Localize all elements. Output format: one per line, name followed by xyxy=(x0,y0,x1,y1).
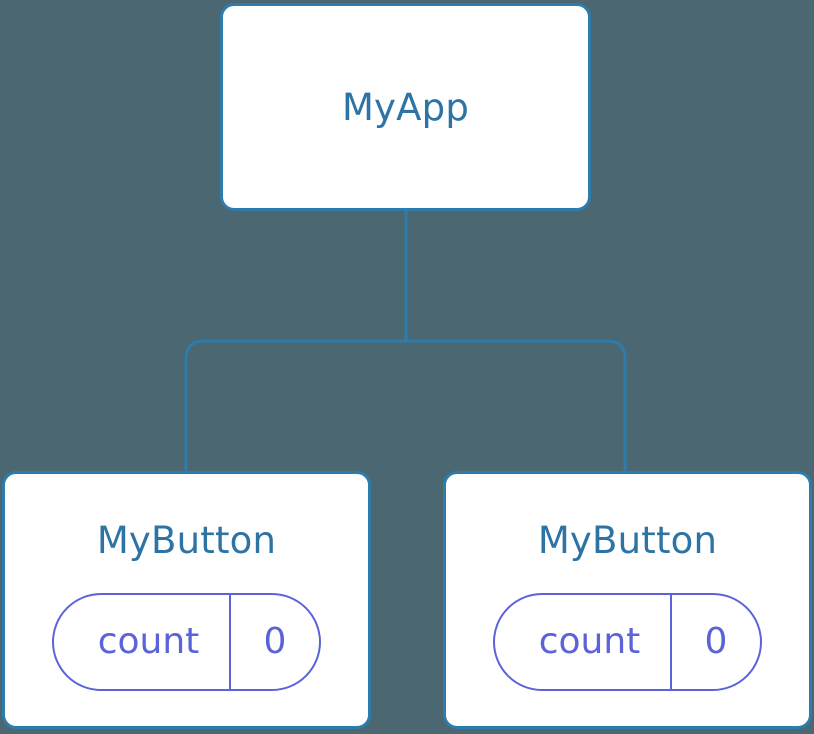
node-mybutton-1[interactable]: MyButton count 0 xyxy=(2,471,371,729)
node-myapp[interactable]: MyApp xyxy=(220,3,591,211)
state-pill-2-key: count xyxy=(538,621,641,662)
state-pill-1[interactable]: count 0 xyxy=(52,593,321,691)
node-mybutton-1-title: MyButton xyxy=(96,519,277,562)
node-mybutton-2[interactable]: MyButton count 0 xyxy=(443,471,812,729)
state-pill-2[interactable]: count 0 xyxy=(493,593,762,691)
node-mybutton-2-title: MyButton xyxy=(537,519,718,562)
node-myapp-title: MyApp xyxy=(341,85,470,129)
state-pill-1-key: count xyxy=(97,621,200,662)
connector-branch-bar xyxy=(184,339,627,471)
state-pill-1-value: 0 xyxy=(229,595,319,689)
state-pill-2-value: 0 xyxy=(670,595,760,689)
